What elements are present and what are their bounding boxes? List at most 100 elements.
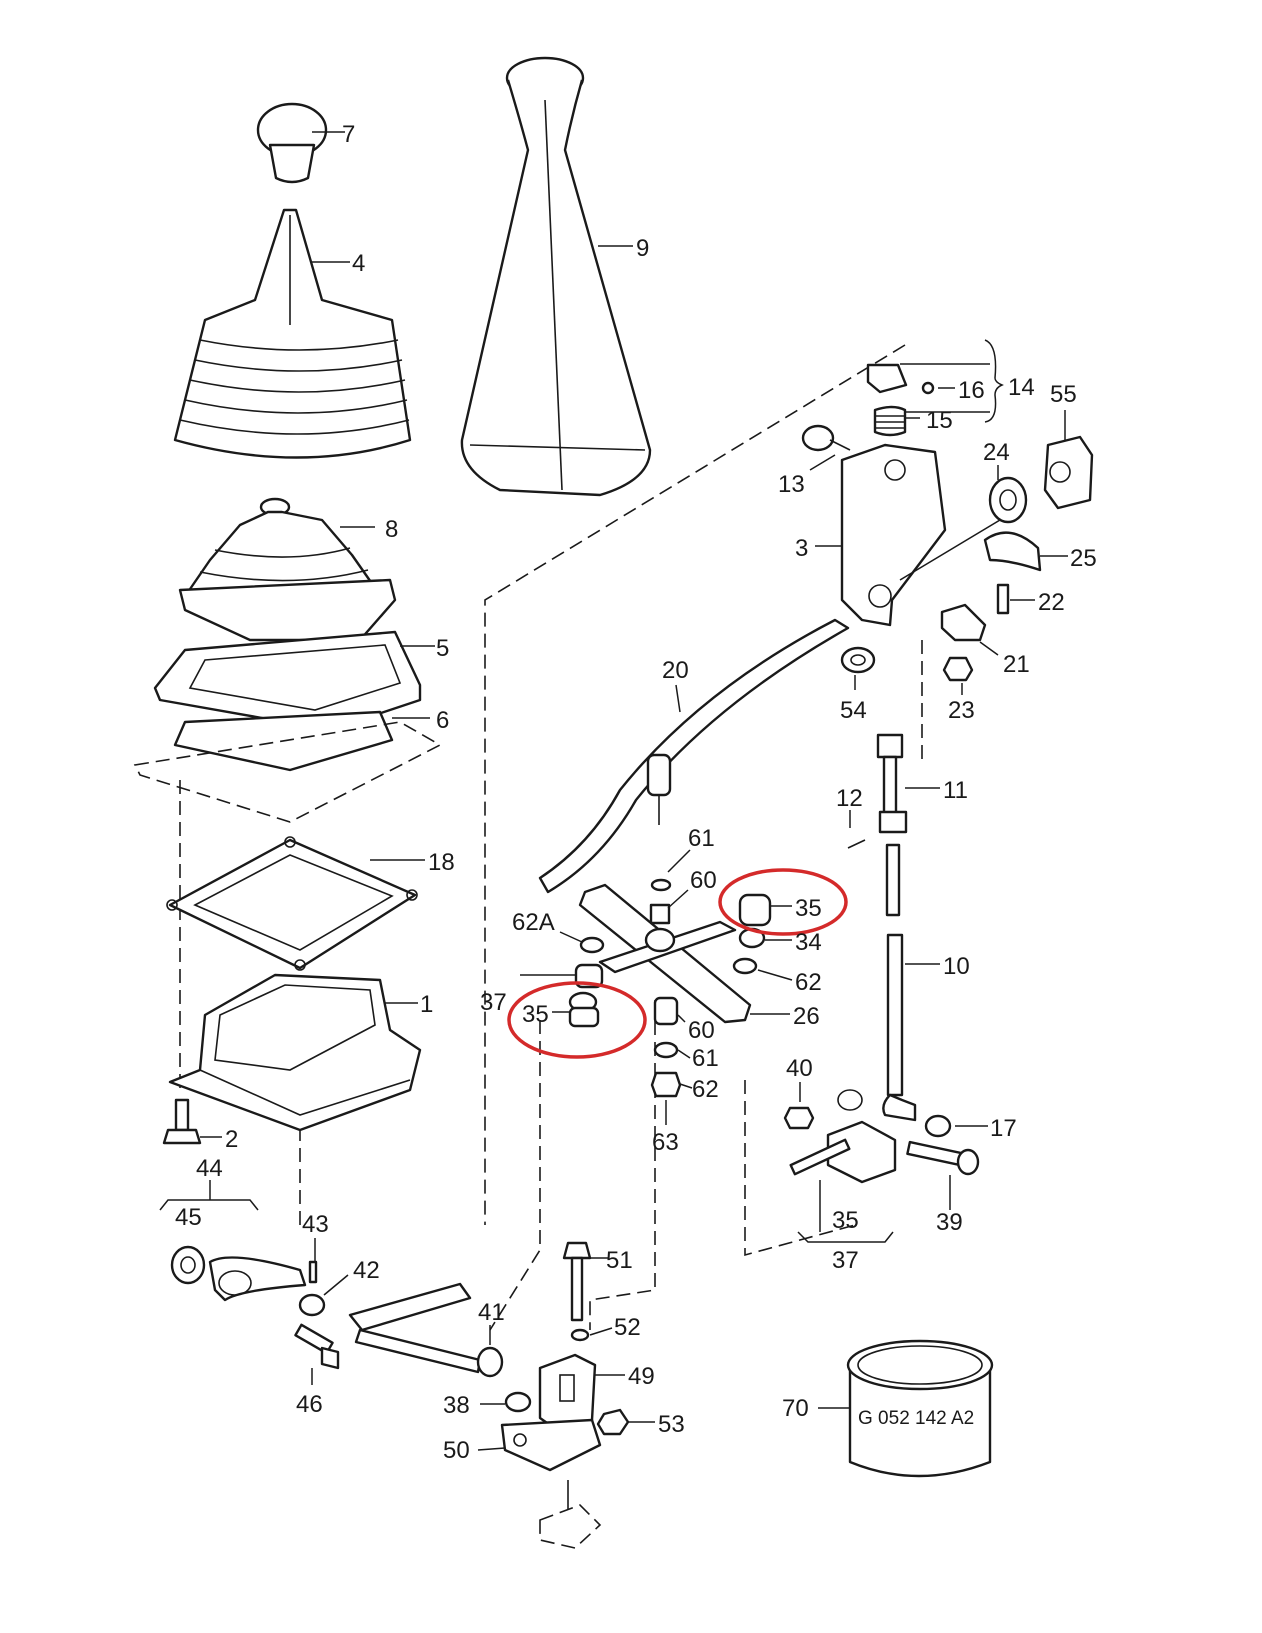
part-4-shift-boot (173, 208, 412, 459)
part-14-pivot-group (866, 363, 935, 437)
part-44-lever (208, 1256, 307, 1302)
part-9-leather-boot (460, 56, 652, 497)
callout-11: 11 (943, 777, 968, 804)
part-marking: G 052 142 A2 (858, 1408, 974, 1429)
callout-10: 10 (943, 953, 970, 980)
part-46-bolt (294, 1323, 340, 1370)
part-51-bolt (562, 1241, 592, 1322)
callout-15: 15 (926, 407, 953, 434)
highlight-marks (507, 868, 848, 1059)
part-42-ball (298, 1293, 326, 1317)
part-5-cover-frame (153, 630, 422, 732)
leader-lines (159, 131, 1068, 1451)
callout-8: 8 (385, 516, 398, 543)
part-61-washer-top (650, 878, 672, 892)
callout-35-group: 35 (832, 1207, 859, 1234)
part-61-washer-lower (653, 1041, 679, 1059)
callout-62-lower: 62 (692, 1076, 719, 1103)
callout-40: 40 (786, 1055, 813, 1082)
part-41-rod (348, 1282, 504, 1378)
callout-35-left: 35 (522, 1001, 549, 1028)
callout-17: 17 (990, 1115, 1017, 1142)
part-3-selector-bracket (840, 443, 1001, 627)
callout-34: 34 (795, 929, 822, 956)
callout-5: 5 (436, 635, 449, 662)
callout-38: 38 (443, 1392, 470, 1419)
callout-20: 20 (662, 657, 689, 684)
part-70-cylinder (846, 1339, 994, 1478)
callout-9: 9 (636, 235, 649, 262)
callout-14: 14 (1008, 374, 1035, 401)
callout-53: 53 (658, 1411, 685, 1438)
callout-labels: 7 4 9 8 5 6 18 1 2 14 16 15 55 13 24 3 2… (175, 121, 1097, 1464)
part-40-nut (783, 1106, 815, 1130)
part-62-washer-right (732, 957, 758, 975)
callout-39: 39 (936, 1209, 963, 1236)
part-38-bushing (504, 1391, 532, 1413)
callout-46: 46 (296, 1391, 323, 1418)
callout-50: 50 (443, 1437, 470, 1464)
part-54-washer (840, 646, 876, 674)
callout-62-right: 62 (795, 969, 822, 996)
part-55-mount (1043, 435, 1094, 510)
callout-35-right: 35 (795, 895, 822, 922)
part-45-bushing (170, 1245, 206, 1285)
callout-54: 54 (840, 697, 867, 724)
callout-26: 26 (793, 1003, 820, 1030)
part-18-gasket (166, 836, 418, 971)
callout-43: 43 (302, 1211, 329, 1238)
part-22-screw (996, 583, 1010, 615)
part-35-bush-right (738, 893, 772, 927)
part-39-bolt (906, 1140, 980, 1176)
assembly-outline (179, 344, 923, 1331)
part-25-clip (983, 531, 1042, 572)
callout-21: 21 (1003, 651, 1030, 678)
part-53-nut (596, 1408, 630, 1436)
part-20-shift-rod (538, 618, 850, 894)
callout-52: 52 (614, 1314, 641, 1341)
part-11-rod (876, 733, 908, 917)
callout-62A: 62A (512, 909, 555, 936)
part-60-bush-lower (653, 996, 679, 1026)
callout-25: 25 (1070, 545, 1097, 572)
callout-70: 70 (782, 1395, 809, 1422)
callout-44: 44 (196, 1155, 223, 1182)
part-52-washer (570, 1328, 590, 1342)
callout-63: 63 (652, 1129, 679, 1156)
part-26-cross-lever (578, 883, 752, 1024)
part-6-seal (133, 710, 442, 823)
part-24-bushing (988, 476, 1028, 524)
callout-23: 23 (948, 697, 975, 724)
part-35-bracket (789, 1089, 897, 1184)
callout-6: 6 (436, 707, 449, 734)
part-62-washer-lower (650, 1071, 682, 1098)
part-21-clamp (940, 603, 987, 642)
callout-4: 4 (352, 250, 365, 277)
part-2-bolt (162, 1098, 202, 1145)
callout-61-lower: 61 (692, 1045, 719, 1072)
callout-1: 1 (420, 991, 433, 1018)
part-62a-washer (579, 936, 605, 954)
part-8-inner-boot (178, 497, 397, 642)
part-43-pin (308, 1260, 318, 1284)
part-50-base (500, 1418, 602, 1549)
part-10-rod (882, 933, 917, 1122)
part-12-pin (847, 839, 866, 849)
callout-7: 7 (342, 121, 355, 148)
callout-16: 16 (958, 377, 985, 404)
callout-60-top: 60 (690, 867, 717, 894)
highlight-ring-35-right (718, 868, 848, 936)
highlight-ring-35-left (507, 981, 647, 1059)
callout-24: 24 (983, 439, 1010, 466)
part-1-housing (168, 973, 422, 1132)
callout-3: 3 (795, 535, 808, 562)
callout-18: 18 (428, 849, 455, 876)
callout-41: 41 (478, 1299, 505, 1326)
part-17-bolt (924, 1114, 952, 1138)
callout-42: 42 (353, 1257, 380, 1284)
callout-60-lower: 60 (688, 1017, 715, 1044)
callout-45: 45 (175, 1204, 202, 1231)
callout-13: 13 (778, 471, 805, 498)
part-23-nut (942, 656, 974, 682)
